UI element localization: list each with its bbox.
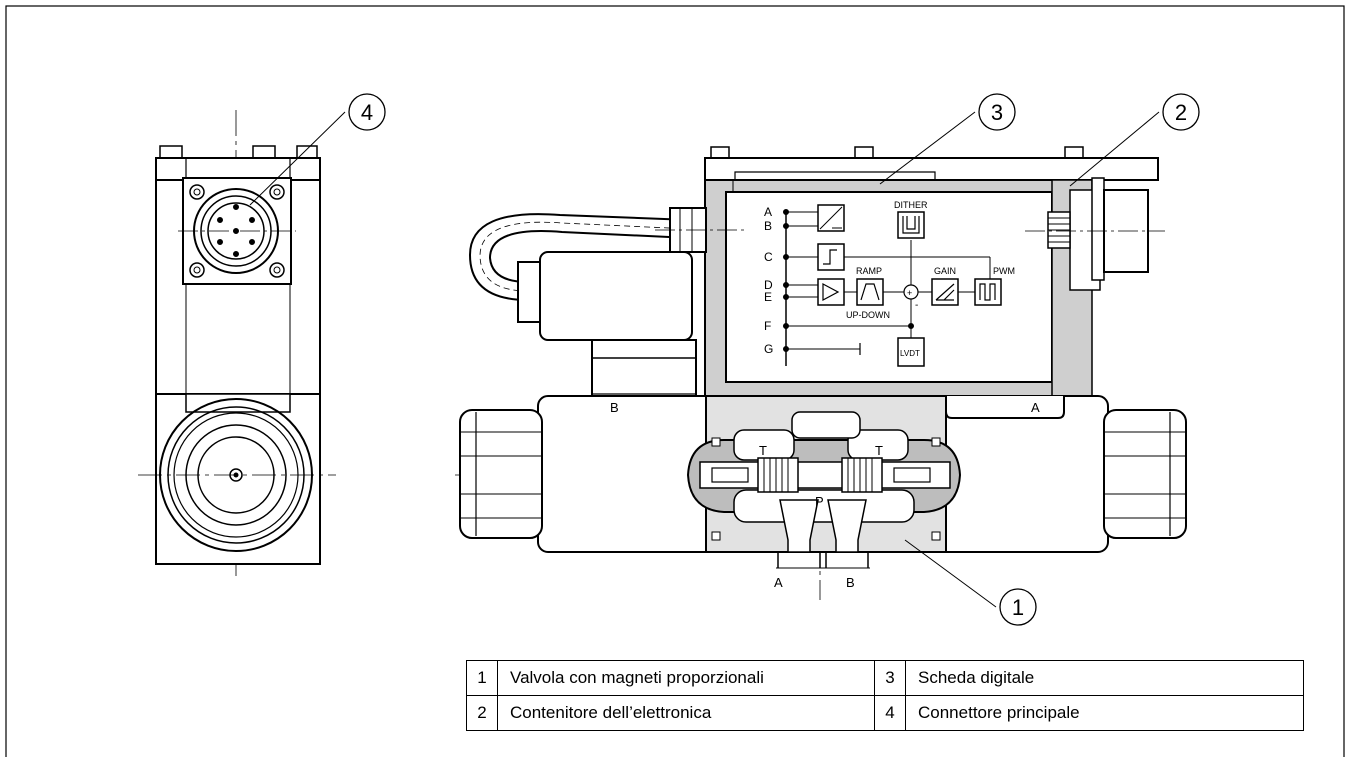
lvdt-label: LVDT: [900, 349, 920, 358]
callout-1-number: 1: [1012, 595, 1024, 620]
callout-2: 2: [1069, 93, 1200, 187]
legend-row: 1 Valvola con magneti proporzionali 3 Sc…: [466, 660, 1304, 696]
callout-4-number: 4: [361, 100, 373, 125]
pin-a-label: A: [764, 205, 772, 219]
callout-2-number: 2: [1175, 100, 1187, 125]
port-t-left-label: T: [759, 443, 767, 458]
legend-number: 3: [874, 660, 906, 696]
side-view: [455, 146, 1187, 600]
pin-b-label: B: [764, 219, 772, 233]
card-circuit-labels: A B C D E F G DITHER RAMP UP-DOWN GAIN P…: [764, 200, 1015, 358]
port-t-right-label: T: [875, 443, 883, 458]
pin-f-label: F: [764, 319, 771, 333]
legend-table: 1 Valvola con magneti proporzionali 3 Sc…: [466, 660, 1304, 731]
dither-label: DITHER: [894, 200, 928, 210]
end-view: [138, 110, 336, 580]
coil-b-label: B: [610, 400, 619, 415]
legend-number: 1: [466, 660, 498, 696]
pin-d-label: D: [764, 278, 773, 292]
gain-label: GAIN: [934, 266, 956, 276]
callout-1: 1: [904, 539, 1037, 626]
legend-text: Contenitore dell’elettronica: [497, 695, 875, 731]
callout-4: 4: [249, 93, 386, 206]
pin-g-label: G: [764, 342, 773, 356]
legend-text: Connettore principale: [905, 695, 1304, 731]
legend-number: 2: [466, 695, 498, 731]
legend-row: 2 Contenitore dell’elettronica 4 Connett…: [466, 695, 1304, 731]
legend-number: 4: [874, 695, 906, 731]
up-down-label: UP-DOWN: [846, 310, 890, 320]
legend-text: Scheda digitale: [905, 660, 1304, 696]
pin-e-label: E: [764, 290, 772, 304]
port-a-label: A: [774, 575, 783, 590]
card-circuit: [783, 204, 1002, 367]
minus-sign: -: [915, 300, 918, 311]
coil-a-label: A: [1031, 400, 1040, 415]
pwm-label: PWM: [993, 266, 1015, 276]
callout-3: 3: [879, 93, 1016, 185]
port-p-label: P: [815, 494, 824, 509]
ramp-label: RAMP: [856, 266, 882, 276]
port-b-label: B: [846, 575, 855, 590]
legend-text: Valvola con magneti proporzionali: [497, 660, 875, 696]
pin-c-label: C: [764, 250, 773, 264]
outer-border: [5, 5, 1345, 762]
plus-sign: +: [907, 288, 912, 298]
callout-3-number: 3: [991, 100, 1003, 125]
